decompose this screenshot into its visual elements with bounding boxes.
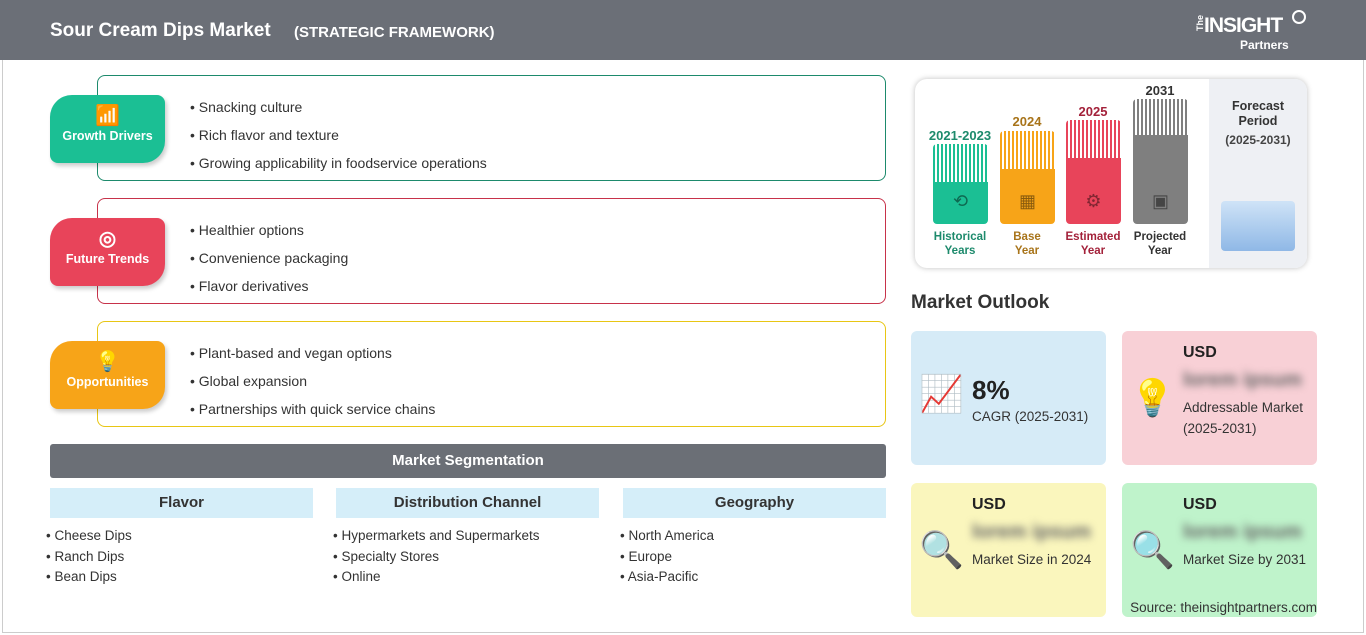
base-year-bar: ▦: [1000, 131, 1055, 224]
list-item: Online: [333, 567, 540, 588]
addressable-market-card: 💡 USD lorem ipsum Addressable Market (20…: [1122, 331, 1317, 465]
market-segmentation-title: Market Segmentation: [50, 444, 886, 478]
opportunities-card: Plant-based and vegan optionsGlobal expa…: [97, 321, 886, 427]
growth-chart-icon: 📶: [95, 105, 120, 127]
magnifier-dollar-icon: 🔍: [919, 529, 964, 570]
card-description: Addressable Market (2025-2031): [1183, 400, 1304, 436]
settings-screen-icon: ⚙: [1085, 191, 1102, 211]
list-item: Europe: [620, 547, 714, 568]
cagr-label: CAGR (2025-2031): [972, 409, 1089, 424]
segment-header-distribution: Distribution Channel: [336, 488, 599, 518]
blurred-value: lorem ipsum: [1183, 521, 1302, 543]
card-description: Market Size in 2024: [972, 552, 1092, 567]
list-item: Cheese Dips: [46, 526, 131, 547]
cagr-value: 8%: [972, 375, 1010, 405]
market-outlook-title: Market Outlook: [911, 292, 1050, 313]
pill-label: Future Trends: [65, 252, 150, 266]
opportunities-pill: 💡 Opportunities: [50, 341, 165, 409]
currency-label: USD: [972, 496, 1006, 513]
year-label: 2025: [1078, 104, 1108, 119]
presentation-chart-icon: ▣: [1151, 191, 1169, 211]
list-item: Hypermarkets and Supermarkets: [333, 526, 539, 547]
pill-label: Opportunities: [66, 375, 149, 389]
growth-drivers-pill: 📶 Growth Drivers: [50, 95, 165, 163]
page-title: Sour Cream Dips Market: [50, 20, 271, 41]
market-size-2031-card: 🔍 USD lorem ipsum Market Size by 2031: [1122, 483, 1317, 617]
list-item: Growing applicability in foodservice ope…: [190, 149, 487, 177]
segment-header-flavor: Flavor: [50, 488, 313, 518]
segment-list-distribution: Hypermarkets and SupermarketsSpecialty S…: [333, 526, 540, 588]
pill-label: Growth Drivers: [62, 129, 153, 143]
cagr-card: 📈 8% CAGR (2025-2031): [911, 331, 1106, 465]
historical-bar: ⟲: [933, 144, 988, 224]
list-item: North America: [620, 526, 714, 547]
segment-list-geography: North AmericaEuropeAsia-Pacific: [620, 526, 714, 588]
analytics-illustration-icon: [1221, 201, 1295, 251]
estimated-year-bar: ⚙: [1066, 120, 1121, 224]
projected-year-bar: ▣: [1133, 99, 1188, 224]
list-item: Flavor derivatives: [190, 272, 348, 300]
list-item: Asia-Pacific: [620, 567, 714, 588]
blurred-value: lorem ipsum: [1183, 369, 1302, 391]
forecast-range: (2025-2031): [1225, 133, 1291, 147]
list-item: Ranch Dips: [46, 547, 132, 568]
year-label: 2031: [1145, 83, 1175, 98]
list-item: Rich flavor and texture: [190, 121, 487, 149]
year-label: 2024: [1012, 114, 1042, 129]
calendar-icon: ▦: [1018, 191, 1036, 211]
list-item: Plant-based and vegan options: [190, 339, 435, 367]
segment-list-flavor: Cheese DipsRanch DipsBean Dips: [46, 526, 132, 588]
forecast-period-panel: Forecast Period (2025-2031): [1209, 79, 1307, 268]
dollar-bulb-icon: 💡: [1130, 377, 1175, 418]
lightbulb-hand-icon: 💡: [95, 351, 120, 373]
magnifier-dollar-icon: 🔍: [1130, 529, 1175, 570]
segment-header-geography: Geography: [623, 488, 886, 518]
growth-drivers-card: Snacking cultureRich flavor and textureG…: [97, 75, 886, 181]
list-item: Snacking culture: [190, 93, 487, 121]
blurred-value: lorem ipsum: [972, 521, 1091, 543]
forecast-title: Forecast Period: [1231, 99, 1285, 128]
source-text: Source: theinsightpartners.com: [1130, 600, 1317, 615]
growth-chart-icon: 📈: [919, 373, 964, 414]
list-item: Partnerships with quick service chains: [190, 395, 436, 423]
list-item: Global expansion: [190, 367, 435, 395]
target-icon: ◎: [98, 228, 117, 250]
list-item: Bean Dips: [46, 567, 132, 588]
future-trends-card: Healthier optionsConvenience packagingFl…: [97, 198, 886, 304]
list-item: Specialty Stores: [333, 547, 540, 568]
card-description: Market Size by 2031: [1183, 552, 1307, 567]
market-size-2024-card: 🔍 USD lorem ipsum Market Size in 2024: [911, 483, 1106, 617]
history-clock-icon: ⟲: [952, 191, 969, 211]
page-subtitle: (STRATEGIC FRAMEWORK): [294, 24, 495, 41]
currency-label: USD: [1183, 496, 1217, 513]
year-label: 2021-2023: [928, 128, 992, 143]
content-frame: [2, 60, 1364, 633]
list-item: Convenience packaging: [190, 244, 348, 272]
header-bar: Sour Cream Dips Market (STRATEGIC FRAMEW…: [0, 0, 1366, 60]
future-trends-pill: ◎ Future Trends: [50, 218, 165, 286]
currency-label: USD: [1183, 344, 1217, 361]
list-item: Healthier options: [190, 216, 348, 244]
